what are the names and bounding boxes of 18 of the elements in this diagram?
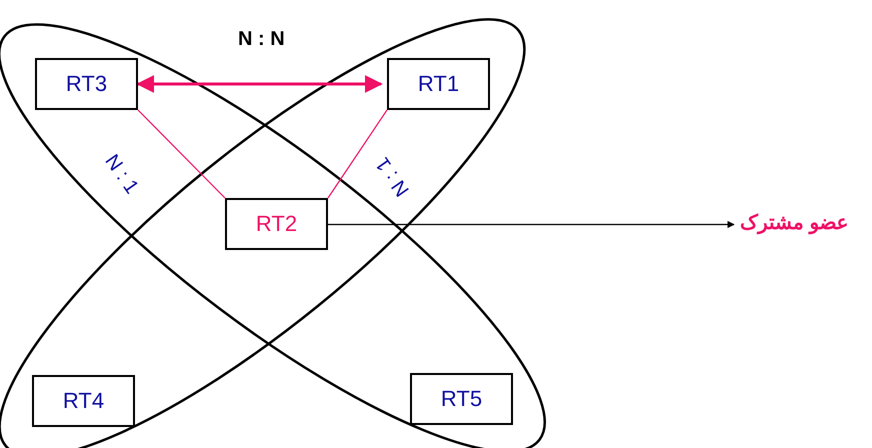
ratio-label: N : 1 (100, 150, 143, 198)
node-text: عضو مشترک (740, 210, 849, 235)
router-box (35, 58, 138, 110)
connector-line (328, 110, 388, 198)
router-name: RT2 (256, 211, 298, 237)
router-box (32, 375, 135, 427)
ratio-label: N : 1 (372, 152, 415, 200)
arrow (328, 220, 735, 228)
router-box (225, 198, 328, 250)
router-name: RT1 (418, 71, 460, 97)
arrow (136, 75, 383, 93)
router-name: RT5 (440, 386, 482, 412)
router-box (387, 58, 490, 110)
router-name: RT3 (66, 71, 108, 97)
connector-line (138, 110, 226, 198)
router-box (410, 373, 513, 425)
router-name: RT4 (62, 388, 104, 414)
ratio-label: N : N (238, 28, 285, 51)
